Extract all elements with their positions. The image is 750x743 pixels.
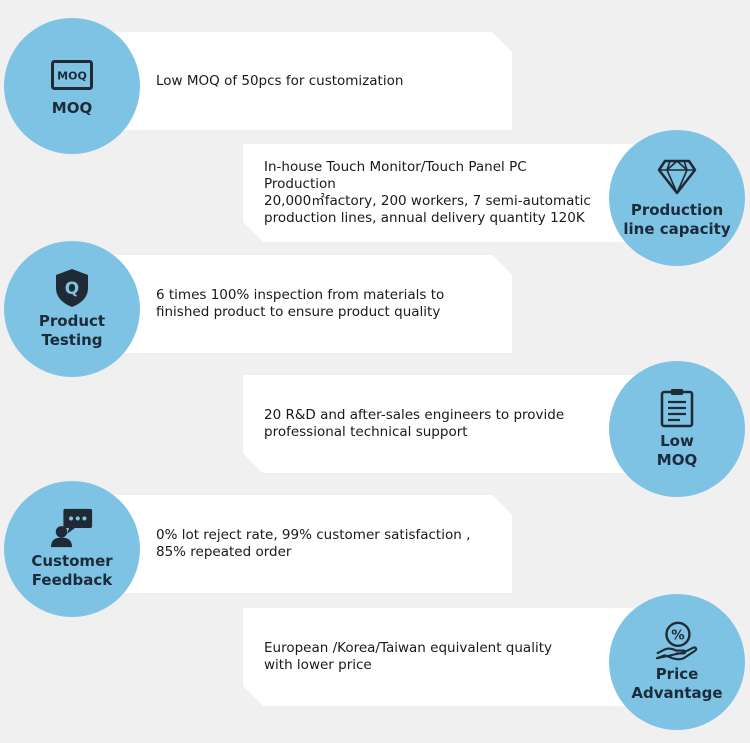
feature-description: 6 times 100% inspection from materials t… xyxy=(156,287,445,320)
feature-card: In-house Touch Monitor/Touch Panel PC Pr… xyxy=(243,144,660,242)
feature-badge: Low MOQ xyxy=(609,361,745,497)
feature-row-customer-feedback: 0% lot reject rate, 99% customer satisfa… xyxy=(0,481,750,617)
feature-label: Low MOQ xyxy=(656,432,698,469)
feature-label: MOQ xyxy=(51,98,93,117)
feature-card: Low MOQ of 50pcs for customization xyxy=(80,32,512,130)
feature-row-price-advantage: European /Korea/Taiwan equivalent qualit… xyxy=(0,594,750,730)
feature-description: European /Korea/Taiwan equivalent qualit… xyxy=(264,640,552,673)
feature-badge: Customer Feedback xyxy=(4,481,140,617)
feature-row-product-testing: 6 times 100% inspection from materials t… xyxy=(0,241,750,377)
feature-label: Customer Feedback xyxy=(31,552,113,589)
svg-text:%: % xyxy=(671,629,684,644)
feature-description: 0% lot reject rate, 99% customer satisfa… xyxy=(156,527,471,560)
user-chat-icon xyxy=(50,508,94,548)
feature-row-production-capacity: In-house Touch Monitor/Touch Panel PC Pr… xyxy=(0,130,750,266)
feature-label: Product Testing xyxy=(38,312,106,349)
feature-card: 6 times 100% inspection from materials t… xyxy=(80,255,512,353)
feature-card: 20 R&D and after-sales engineers to prov… xyxy=(243,375,660,473)
clipboard-icon xyxy=(655,388,699,428)
feature-description: 20 R&D and after-sales engineers to prov… xyxy=(264,407,565,440)
feature-row-low-moq: 20 R&D and after-sales engineers to prov… xyxy=(0,361,750,497)
feature-label: Price Advantage xyxy=(631,665,723,702)
svg-text:MOQ: MOQ xyxy=(57,69,87,82)
feature-badge: % Price Advantage xyxy=(609,594,745,730)
svg-text:Q: Q xyxy=(65,279,79,299)
feature-description: Low MOQ of 50pcs for customization xyxy=(156,72,404,89)
feature-card: 0% lot reject rate, 99% customer satisfa… xyxy=(80,495,512,593)
feature-badge: MOQ MOQ xyxy=(4,18,140,154)
diamond-icon xyxy=(655,157,699,197)
feature-badge: Q Product Testing xyxy=(4,241,140,377)
feature-row-moq: Low MOQ of 50pcs for customization MOQ M… xyxy=(0,18,750,154)
feature-description: In-house Touch Monitor/Touch Panel PC Pr… xyxy=(264,159,591,226)
percent-hand-icon: % xyxy=(655,621,699,661)
feature-card: European /Korea/Taiwan equivalent qualit… xyxy=(243,608,660,706)
feature-badge: Production line capacity xyxy=(609,130,745,266)
shield-q-icon: Q xyxy=(50,268,94,308)
feature-label: Production line capacity xyxy=(623,201,731,238)
moq-badge-icon: MOQ xyxy=(50,55,94,95)
